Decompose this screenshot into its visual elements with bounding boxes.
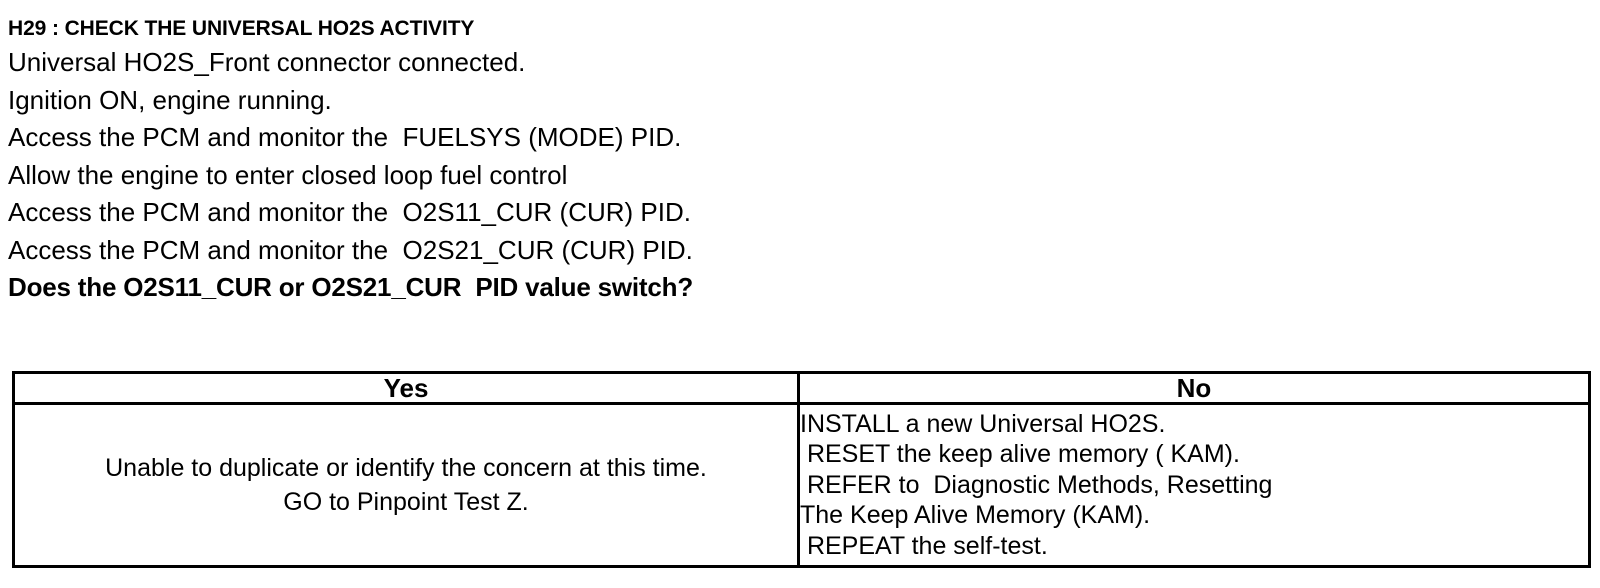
step-line: Access the PCM and monitor the O2S11_CUR… bbox=[8, 197, 691, 227]
yes-action-line: GO to Pinpoint Test Z. bbox=[283, 488, 529, 516]
cell-no-actions: INSTALL a new Universal HO2S. RESET the … bbox=[797, 402, 1591, 568]
step-line: Access the PCM and monitor the FUELSYS (… bbox=[8, 122, 682, 152]
no-action-line: REPEAT the self-test. bbox=[800, 531, 1048, 560]
decision-question: Does the O2S11_CUR or O2S21_CUR PID valu… bbox=[8, 272, 694, 302]
cell-yes-actions: Unable to duplicate or identify the conc… bbox=[12, 402, 800, 568]
column-header-yes: Yes bbox=[12, 371, 800, 405]
no-action-line: RESET the keep alive memory ( KAM). bbox=[800, 440, 1240, 469]
column-header-no: No bbox=[797, 371, 1591, 405]
page-title: H29 : CHECK THE UNIVERSAL HO2S ACTIVITY bbox=[8, 17, 475, 40]
step-line: Allow the engine to enter closed loop fu… bbox=[8, 159, 568, 190]
decision-table: Yes No Unable to duplicate or identify t… bbox=[12, 371, 1591, 568]
no-action-line: INSTALL a new Universal HO2S. bbox=[800, 409, 1166, 438]
no-action-line: REFER to Diagnostic Methods, Resetting bbox=[800, 470, 1273, 499]
procedure-steps: H29 : CHECK THE UNIVERSAL HO2S ACTIVITY … bbox=[8, 14, 1568, 307]
step-line: Ignition ON, engine running. bbox=[8, 84, 332, 115]
table-row: Unable to duplicate or identify the conc… bbox=[12, 402, 1591, 568]
table-header-row: Yes No bbox=[12, 371, 1591, 405]
yes-action-line: Unable to duplicate or identify the conc… bbox=[105, 454, 707, 482]
step-line: Access the PCM and monitor the O2S21_CUR… bbox=[8, 234, 693, 265]
step-line: Universal HO2S_Front connector connected… bbox=[8, 47, 526, 77]
no-action-line: The Keep Alive Memory (KAM). bbox=[800, 501, 1151, 530]
